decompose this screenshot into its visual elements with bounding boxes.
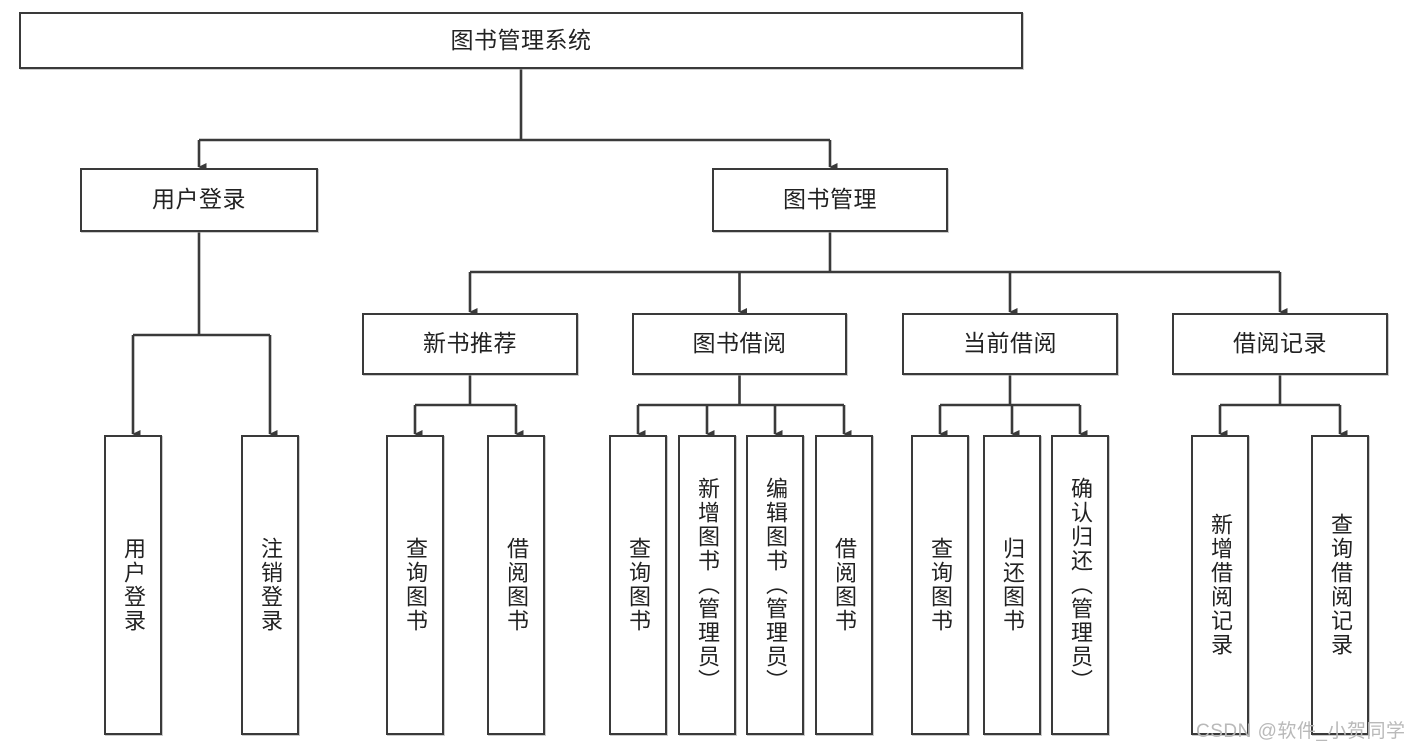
leaf-query-books-current[interactable]: 查询图书	[911, 435, 969, 735]
node-user-login[interactable]: 用户登录	[80, 168, 318, 232]
leaf-add-book-admin[interactable]: 新增图书（管理员）	[678, 435, 736, 735]
leaf-borrow-books-recommendation[interactable]: 借阅图书	[487, 435, 545, 735]
node-root-book-management-system[interactable]: 图书管理系统	[19, 12, 1023, 69]
node-borrowing-records[interactable]: 借阅记录	[1172, 313, 1388, 375]
leaf-query-books-borrowing[interactable]: 查询图书	[609, 435, 667, 735]
leaf-query-books-recommendation[interactable]: 查询图书	[386, 435, 444, 735]
node-book-borrowing[interactable]: 图书借阅	[632, 313, 847, 375]
leaf-return-books[interactable]: 归还图书	[983, 435, 1041, 735]
leaf-borrow-books-borrowing[interactable]: 借阅图书	[815, 435, 873, 735]
leaf-edit-book-admin[interactable]: 编辑图书（管理员）	[746, 435, 804, 735]
leaf-add-borrowing-record[interactable]: 新增借阅记录	[1191, 435, 1249, 735]
leaf-logout-login[interactable]: 注销登录	[241, 435, 299, 735]
leaf-user-login[interactable]: 用户登录	[104, 435, 162, 735]
csdn-watermark: CSDN @软件_小贺同学	[1196, 721, 1405, 742]
node-current-borrowing[interactable]: 当前借阅	[902, 313, 1118, 375]
node-new-book-recommendation[interactable]: 新书推荐	[362, 313, 578, 375]
node-book-management[interactable]: 图书管理	[712, 168, 948, 232]
leaf-query-borrowing-record[interactable]: 查询借阅记录	[1311, 435, 1369, 735]
leaf-confirm-return-admin[interactable]: 确认归还（管理员）	[1051, 435, 1109, 735]
